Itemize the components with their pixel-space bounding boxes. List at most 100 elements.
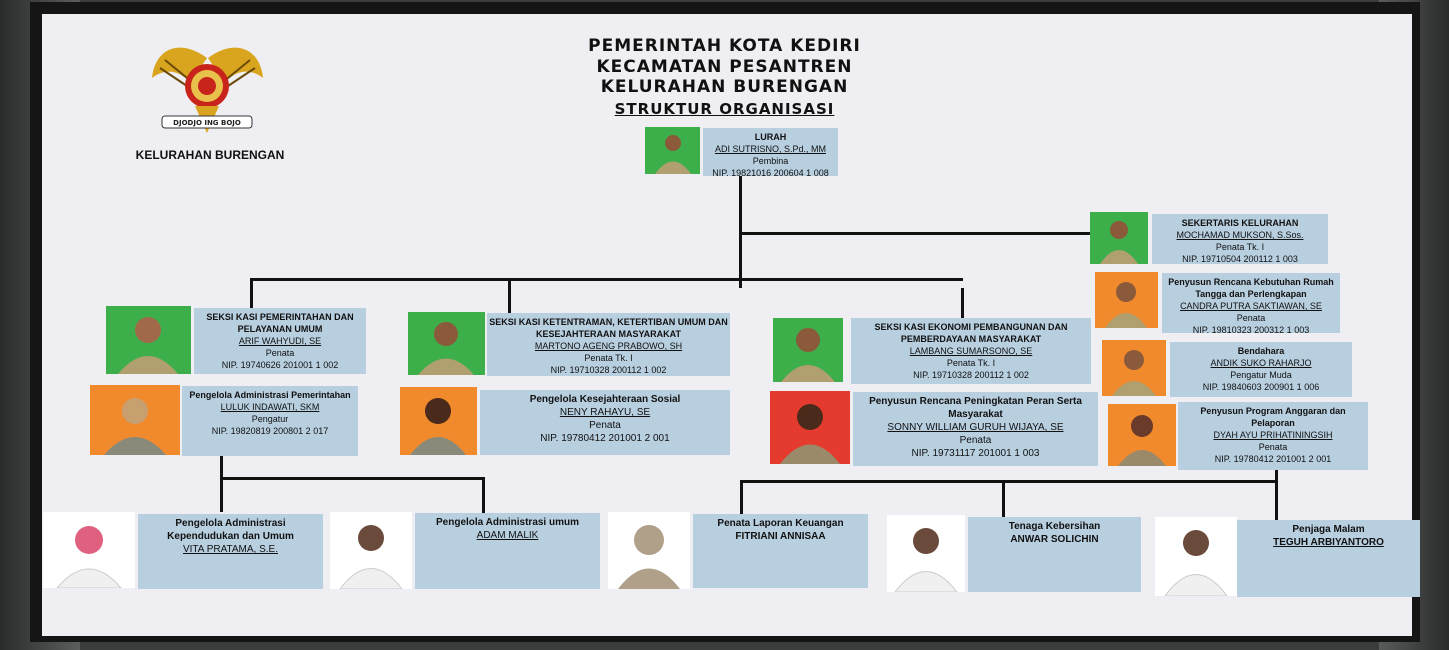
- bottom-5-name: TEGUH ARBIYANTORO: [1273, 537, 1384, 548]
- kasi-ekonomi-title: SEKSI KASI EKONOMI PEMBANGUNAN DAN PEMBE…: [874, 322, 1068, 344]
- penyusun-program-photo: [1108, 404, 1176, 466]
- bottom-3-card: Penata Laporan Keuangan FITRIANI ANNISAA: [693, 514, 868, 588]
- bottom-2-photo: [330, 512, 412, 589]
- sekretaris-rank: Penata Tk. I: [1215, 242, 1265, 252]
- connector-lurah-down: [739, 175, 742, 288]
- pengelola-adm-pemerintahan-card: Pengelola Administrasi Pemerintahan LULU…: [182, 386, 358, 456]
- penyusun-rencana-title: Penyusun Rencana Kebutuhan Rumah Tangga …: [1168, 277, 1334, 299]
- sekretaris-card: SEKERTARIS KELURAHAN MOCHAMAD MUKSON, S.…: [1152, 214, 1328, 264]
- sekretaris-photo: [1090, 212, 1148, 264]
- connector-kasi-1: [250, 278, 253, 310]
- penyusun-peran-photo: [770, 391, 850, 464]
- kasi-ketentraman-name: MARTONO AGENG PRABOWO, SH: [534, 341, 683, 351]
- penyusun-program-card: Penyusun Program Anggaran dan Pelaporan …: [1178, 402, 1368, 470]
- bottom-2-name: ADAM MALIK: [476, 530, 539, 541]
- kasi-ketentraman-photo: [408, 312, 485, 375]
- connector-bottom-5: [1275, 470, 1278, 520]
- connector-bottom-4: [1002, 482, 1005, 518]
- bottom-5-title: Penjaga Malam: [1292, 524, 1365, 535]
- sekretaris-nip: NIP. 19710504 200112 1 003: [1182, 254, 1298, 264]
- bendahara-photo: [1102, 340, 1166, 396]
- lurah-nip: NIP. 19821016 200604 1 008: [712, 168, 829, 178]
- pengelola-kesejahteraan-card: Pengelola Kesejahteraan Sosial NENY RAHA…: [480, 390, 730, 455]
- sekretaris-name: MOCHAMAD MUKSON, S.Sos.: [1176, 230, 1304, 240]
- header-line-1: PEMERINTAH KOTA KEDIRI: [588, 36, 861, 56]
- connector-bottom-3: [740, 480, 743, 514]
- bendahara-card: Bendahara ANDIK SUKO RAHARJO Pengatur Mu…: [1170, 342, 1352, 397]
- penyusun-program-nip: NIP. 19780412 201001 2 001: [1214, 454, 1332, 464]
- pengelola-kesejahteraan-rank: Penata: [589, 420, 621, 431]
- kasi-pemerintahan-card: SEKSI KASI PEMERINTAHAN DAN PELAYANAN UM…: [194, 308, 366, 374]
- connector-bottom-left-2: [482, 477, 485, 513]
- kasi-ekonomi-card: SEKSI KASI EKONOMI PEMBANGUNAN DAN PEMBE…: [851, 318, 1091, 384]
- penyusun-rencana-name: CANDRA PUTRA SAKTIAWAN, SE: [1180, 301, 1322, 311]
- connector-kasi-row: [250, 278, 963, 281]
- lurah-rank: Pembina: [752, 156, 789, 166]
- kasi-pemerintahan-photo: [106, 306, 191, 374]
- bottom-5-photo: [1155, 517, 1237, 596]
- lurah-photo: [645, 127, 700, 174]
- pengelola-adm-pemerintahan-photo: [90, 385, 180, 455]
- pengelola-kesejahteraan-photo: [400, 387, 477, 455]
- bottom-3-photo: [608, 512, 690, 589]
- penyusun-rencana-card: Penyusun Rencana Kebutuhan Rumah Tangga …: [1162, 273, 1340, 335]
- bottom-1-title: Pengelola Administrasi Kependudukan dan …: [167, 518, 294, 542]
- connector-bottom-left: [220, 455, 223, 512]
- bottom-1-card: Pengelola Administrasi Kependudukan dan …: [138, 514, 323, 589]
- penyusun-peran-name: SONNY WILLIAM GURUH WIJAYA, SE: [887, 422, 1064, 433]
- penyusun-peran-card: Penyusun Rencana Peningkatan Peran Serta…: [853, 392, 1098, 466]
- kasi-ketentraman-title: SEKSI KASI KETENTRAMAN, KETERTIBAN UMUM …: [489, 317, 728, 339]
- connector-bottom-right-h: [740, 480, 1277, 483]
- logo-motto-text: DJODJO ING BOJO: [173, 119, 241, 127]
- kasi-pemerintahan-nip: NIP. 19740626 201001 1 002: [221, 360, 339, 370]
- bendahara-title: Bendahara: [1237, 346, 1285, 356]
- org-structure-title: STRUKTUR ORGANISASI: [614, 100, 835, 118]
- penyusun-rencana-nip: NIP. 19810323 200312 1 003: [1192, 325, 1310, 335]
- lurah-card: LURAH ADI SUTRISNO, S.Pd., MM Pembina NI…: [703, 128, 838, 178]
- bottom-1-name: VITA PRATAMA, S.E.: [182, 544, 279, 555]
- lurah-title: LURAH: [754, 132, 787, 142]
- connector-sekretaris: [741, 232, 1091, 235]
- kasi-ketentraman-nip: NIP. 19710328 200112 1 002: [550, 365, 667, 375]
- bendahara-rank: Pengatur Muda: [1230, 370, 1292, 380]
- penyusun-peran-rank: Penata: [959, 435, 992, 446]
- kasi-ketentraman-card: SEKSI KASI KETENTRAMAN, KETERTIBAN UMUM …: [487, 313, 730, 376]
- bottom-2-card: Pengelola Administrasi umum ADAM MALIK: [415, 513, 600, 589]
- header-line-2: KECAMATAN PESANTREN: [596, 57, 853, 77]
- bottom-3-name: FITRIANI ANNISAA: [735, 531, 826, 542]
- connector-bottom-left-h: [220, 477, 485, 480]
- bottom-1-photo: [43, 512, 135, 588]
- logo-label: KELURAHAN BURENGAN: [135, 148, 285, 162]
- sekretaris-title: SEKERTARIS KELURAHAN: [1181, 218, 1299, 228]
- bottom-3-title: Penata Laporan Keuangan: [717, 518, 844, 529]
- bottom-4-title: Tenaga Kebersihan: [1008, 521, 1101, 532]
- pengelola-adm-pemerintahan-nip: NIP. 19820819 200801 2 017: [211, 426, 329, 436]
- penyusun-rencana-rank: Penata: [1236, 313, 1266, 323]
- pengelola-kesejahteraan-title: Pengelola Kesejahteraan Sosial: [529, 394, 681, 405]
- penyusun-program-rank: Penata: [1258, 442, 1288, 452]
- pengelola-kesejahteraan-name: NENY RAHAYU, SE: [559, 407, 651, 418]
- kasi-pemerintahan-title: SEKSI KASI PEMERINTAHAN DAN PELAYANAN UM…: [206, 312, 354, 334]
- bottom-2-title: Pengelola Administrasi umum: [436, 517, 579, 528]
- bottom-4-card: Tenaga Kebersihan ANWAR SOLICHIN: [968, 517, 1141, 592]
- kasi-ekonomi-name: LAMBANG SUMARSONO, SE: [909, 346, 1033, 356]
- bendahara-nip: NIP. 19840603 200901 1 006: [1202, 382, 1320, 392]
- bottom-4-name: ANWAR SOLICHIN: [1010, 534, 1099, 545]
- pengelola-adm-pemerintahan-title: Pengelola Administrasi Pemerintahan: [189, 390, 351, 400]
- kasi-ekonomi-rank: Penata Tk. I: [946, 358, 996, 368]
- penyusun-peran-nip: NIP. 19731117 201001 1 003: [911, 448, 1040, 459]
- kasi-pemerintahan-rank: Penata: [265, 348, 295, 358]
- bendahara-name: ANDIK SUKO RAHARJO: [1210, 358, 1312, 368]
- pengelola-kesejahteraan-nip: NIP. 19780412 201001 2 001: [540, 433, 670, 444]
- bottom-5-card: Penjaga Malam TEGUH ARBIYANTORO: [1237, 520, 1420, 597]
- lurah-name: ADI SUTRISNO, S.Pd., MM: [714, 144, 826, 154]
- pengelola-adm-pemerintahan-name: LULUK INDAWATI, SKM: [220, 402, 320, 412]
- penyusun-rencana-photo: [1095, 272, 1158, 328]
- header-line-3: KELURAHAN BURENGAN: [600, 77, 849, 97]
- kasi-ekonomi-photo: [773, 318, 843, 382]
- pengelola-adm-pemerintahan-rank: Pengatur: [251, 414, 289, 424]
- garuda-emblem-logo: DJODJO ING BOJO: [150, 38, 265, 138]
- connector-kasi-2: [508, 280, 511, 314]
- connector-kasi-3: [961, 288, 964, 318]
- penyusun-program-title: Penyusun Program Anggaran dan Pelaporan: [1200, 406, 1346, 428]
